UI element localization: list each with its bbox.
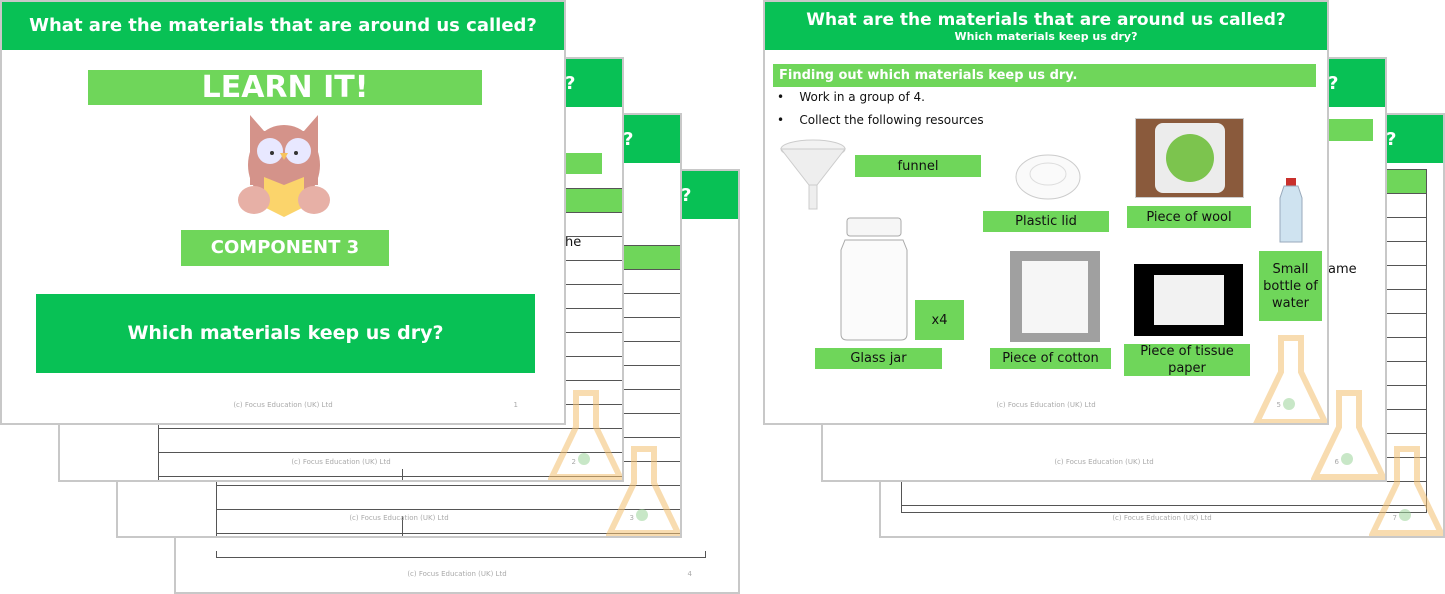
- flask-icon: [1253, 334, 1327, 423]
- slide-1[interactable]: What are the materials that are around u…: [0, 0, 566, 425]
- body-text-fragment: he: [565, 235, 582, 250]
- page-number: 3: [629, 514, 634, 522]
- slide-title: What are the materials that are around u…: [29, 15, 537, 36]
- header-fragment: ?: [623, 129, 634, 150]
- bullet-item: • Work in a group of 4.: [777, 90, 925, 104]
- label-glass-jar: Glass jar: [815, 348, 942, 369]
- wool-image: [1135, 118, 1244, 198]
- flask-icon: [1310, 389, 1385, 480]
- footer: (c) Focus Education (UK) Ltd: [233, 401, 333, 409]
- page-number: 6: [1334, 458, 1339, 466]
- header-fragment: ?: [565, 73, 576, 94]
- results-table: [216, 551, 706, 558]
- glass-jar-image: [835, 216, 919, 346]
- footer: (c) Focus Education (UK) Ltd: [1112, 514, 1212, 522]
- footer: (c) Focus Education (UK) Ltd: [349, 514, 449, 522]
- funnel-image: [779, 139, 853, 215]
- label-funnel: funnel: [855, 155, 981, 177]
- page-number: 5: [1276, 401, 1281, 409]
- label-jar-quantity: x4: [915, 300, 964, 340]
- plastic-lid-image: [1014, 152, 1082, 206]
- page-number: 7: [1392, 514, 1397, 522]
- footer: (c) Focus Education (UK) Ltd: [291, 458, 391, 466]
- bullet-item: • Collect the following resources: [777, 113, 984, 127]
- header-fragment: ?: [1386, 129, 1397, 150]
- slide-header: What are the materials that are around u…: [2, 2, 564, 50]
- footer: (c) Focus Education (UK) Ltd: [1054, 458, 1154, 466]
- page-number: 4: [687, 570, 692, 578]
- owl-reading-icon: [236, 115, 332, 219]
- flask-icon: [547, 389, 622, 480]
- page-number: 1: [513, 401, 518, 409]
- tissue-paper-image: [1134, 264, 1243, 336]
- label-tissue-paper: Piece of tissue paper: [1124, 344, 1250, 376]
- body-text-fragment: ame: [1328, 262, 1357, 277]
- label-wool: Piece of wool: [1127, 206, 1251, 228]
- header-fragment: ?: [1328, 73, 1339, 94]
- slide-subtitle: Which materials keep us dry?: [954, 30, 1138, 43]
- cotton-image: [1010, 251, 1100, 342]
- page-number: 2: [571, 458, 576, 466]
- component-label: COMPONENT 3: [181, 230, 389, 266]
- water-bottle-image: [1264, 172, 1318, 251]
- footer: (c) Focus Education (UK) Ltd: [996, 401, 1096, 409]
- flask-icon: [1368, 445, 1443, 536]
- label-water-bottle: Small bottle of water: [1259, 251, 1322, 321]
- slide-5[interactable]: What are the materials that are around u…: [763, 0, 1329, 425]
- flask-icon: [605, 445, 680, 536]
- footer: (c) Focus Education (UK) Ltd: [407, 570, 507, 578]
- header-fragment: ?: [681, 185, 692, 206]
- slide-title: What are the materials that are around u…: [806, 10, 1286, 30]
- label-plastic-lid: Plastic lid: [983, 211, 1109, 232]
- learn-it-banner: LEARN IT!: [88, 70, 482, 105]
- lesson-question-banner: Which materials keep us dry?: [36, 294, 535, 373]
- label-cotton: Piece of cotton: [990, 348, 1111, 369]
- slide-header: What are the materials that are around u…: [765, 2, 1327, 50]
- section-heading: Finding out which materials keep us dry.: [773, 64, 1316, 87]
